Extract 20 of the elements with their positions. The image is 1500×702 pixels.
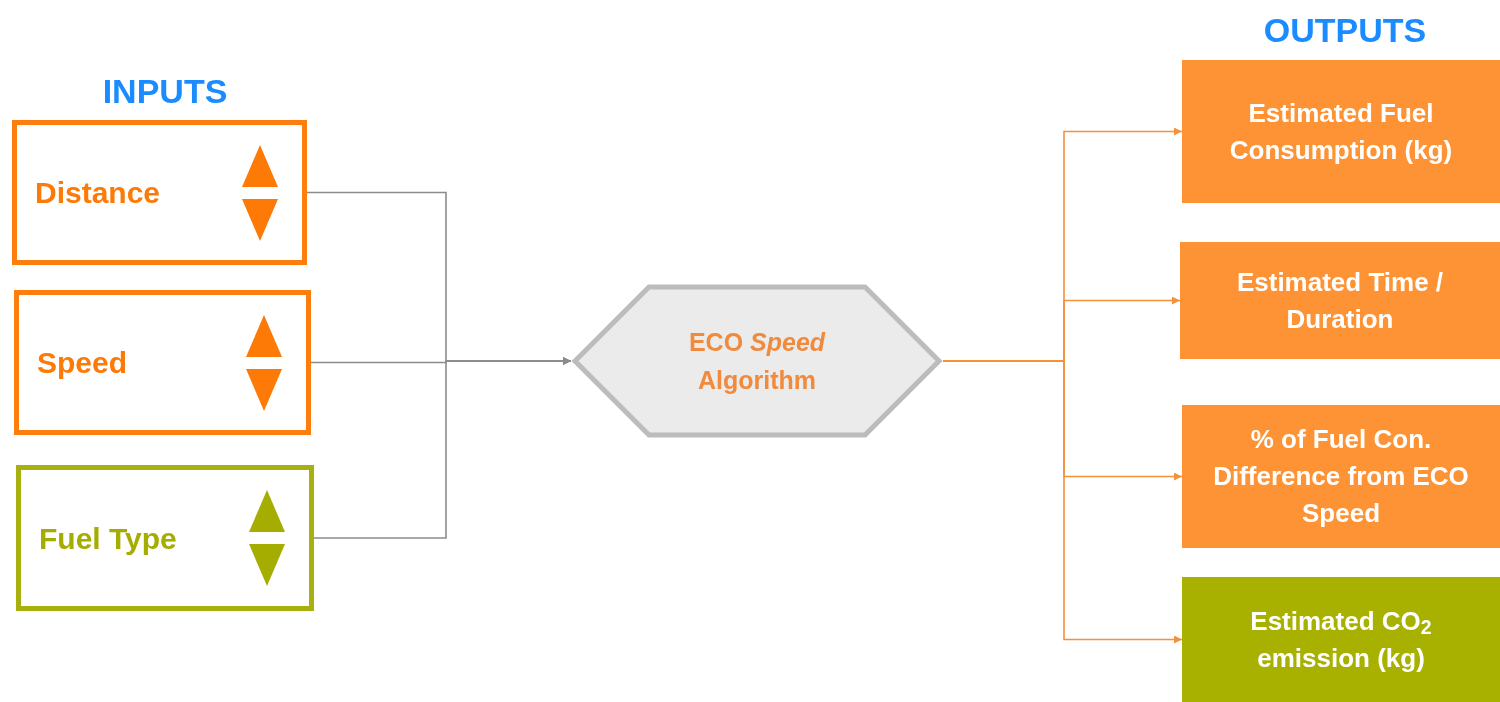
section-heading: INPUTS [101,71,229,112]
output-label: Estimated Time / Duration [1235,265,1445,336]
process-hexagon [571,283,943,439]
input-box [12,120,307,265]
input-box [16,465,314,611]
output-label: Estimated CO$_{2}$ emission (kg) [1249,604,1433,675]
input-box [14,290,311,435]
connector-arrow [942,360,1183,644]
connector-arrow [313,357,572,539]
input-label: Distance [35,175,161,211]
section-heading: OUTPUTS [1262,10,1428,51]
output-box [1182,405,1500,548]
input-label: Fuel Type [39,520,177,557]
output-box [1180,242,1500,359]
output-label: Estimated Fuel Consumption (kg) [1228,96,1454,167]
output-box [1182,60,1500,203]
input-label: Speed [37,345,128,381]
process-label: ECO Speed Algorithm [687,327,827,396]
output-label: % of Fuel Con. Difference from ECO Speed [1212,423,1470,530]
output-box [1182,577,1500,702]
